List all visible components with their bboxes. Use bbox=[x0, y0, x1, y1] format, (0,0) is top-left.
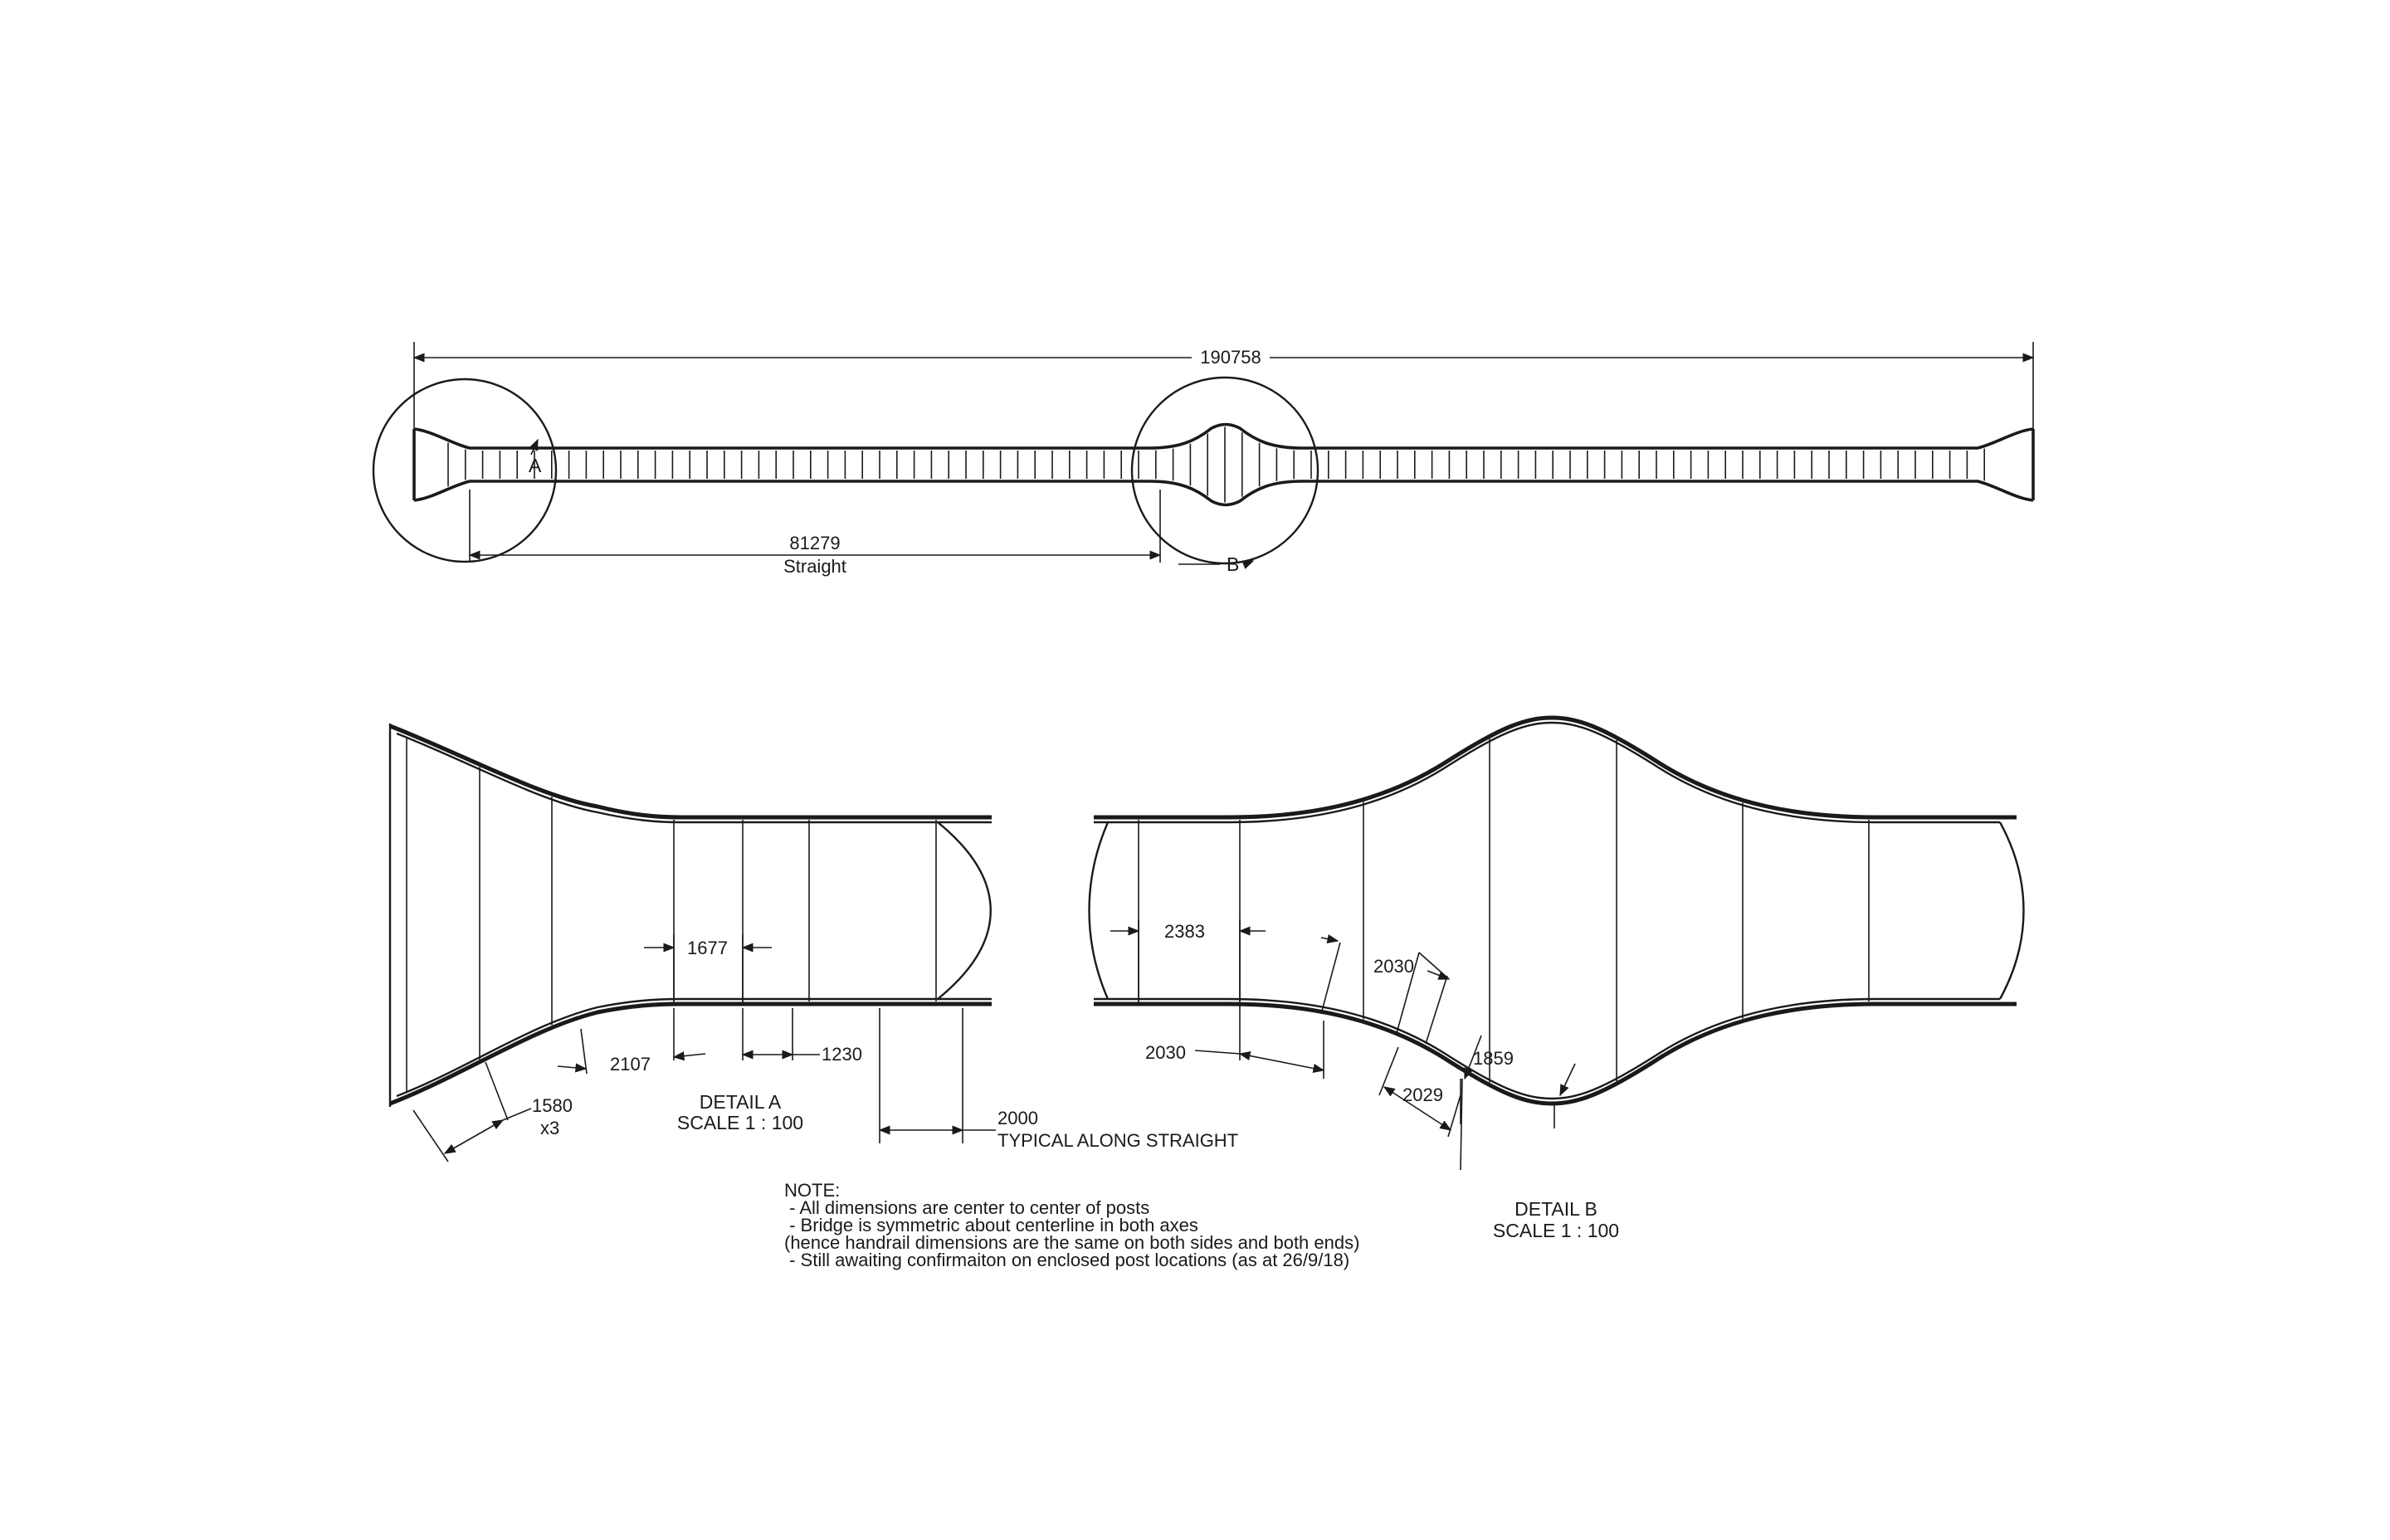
detail-a-title: DETAIL A bbox=[700, 1091, 782, 1113]
detail-a-view: 1677 2107 1230 1580 x3 2000 TYPICAL ALON… bbox=[388, 724, 1238, 1162]
detail-a-post-lines bbox=[479, 767, 937, 1060]
notes-line-1: - All dimensions are center to center of… bbox=[784, 1197, 1149, 1218]
overall-plan-view: 190758 A B 81279 Straight bbox=[372, 342, 2035, 577]
notes-heading: NOTE: bbox=[784, 1180, 840, 1201]
overall-length-label: 190758 bbox=[1200, 347, 1261, 368]
detail-b-post-lines bbox=[1138, 738, 1870, 1083]
detail-b-scale: SCALE 1 : 100 bbox=[1493, 1220, 1619, 1241]
dim-2107-label: 2107 bbox=[610, 1054, 651, 1075]
notes-block: NOTE: - All dimensions are center to cen… bbox=[784, 1180, 1359, 1270]
notes-line-3: (hence handrail dimensions are the same … bbox=[784, 1232, 1359, 1253]
bridge-post-lines bbox=[447, 426, 1985, 503]
straight-caption: Straight bbox=[783, 556, 846, 577]
dim-1230-label: 1230 bbox=[822, 1044, 862, 1065]
detail-b-marker: B bbox=[1227, 553, 1239, 575]
dim-2029-label: 2029 bbox=[1402, 1084, 1443, 1105]
dim-2107-line bbox=[557, 1063, 588, 1073]
dim-1859-label: 1859 bbox=[1473, 1048, 1514, 1069]
notes-line-4: - Still awaiting confirmaiton on enclose… bbox=[784, 1250, 1349, 1270]
dim-2030-top-label: 2030 bbox=[1373, 956, 1414, 977]
dim-2000-caption: TYPICAL ALONG STRAIGHT bbox=[997, 1130, 1238, 1151]
dim-1677-label: 1677 bbox=[687, 938, 728, 958]
detail-a-top-handrail bbox=[389, 724, 992, 820]
detail-a-marker: A bbox=[529, 455, 542, 476]
detail-b-bottom-handrail bbox=[1094, 1001, 2017, 1106]
detail-b-circle bbox=[1130, 376, 1319, 565]
detail-b-title: DETAIL B bbox=[1514, 1198, 1597, 1220]
dim-1580-count: x3 bbox=[540, 1118, 559, 1138]
detail-a-bottom-handrail bbox=[389, 1001, 992, 1106]
dim-1580-line bbox=[443, 1119, 505, 1154]
bridge-top-edge bbox=[413, 422, 2034, 450]
detail-a-circle bbox=[372, 378, 558, 563]
dim-2000-label: 2000 bbox=[997, 1108, 1038, 1128]
dim-2030-bottom-label: 2030 bbox=[1145, 1042, 1186, 1063]
detail-a-scale: SCALE 1 : 100 bbox=[677, 1112, 803, 1133]
dim-1580-label: 1580 bbox=[532, 1095, 573, 1116]
detail-b-view: 2383 2030 2030 2029 1859 DETAIL B SCALE … bbox=[1088, 715, 2025, 1241]
straight-length-label: 81279 bbox=[789, 533, 840, 553]
detail-b-top-handrail bbox=[1094, 715, 2017, 820]
dim-2030-top-line bbox=[1396, 952, 1420, 1034]
dim-2029-line bbox=[1383, 1086, 1452, 1131]
bridge-bottom-edge bbox=[413, 480, 2034, 507]
dim-2030-bottom-line bbox=[1238, 1050, 1325, 1074]
notes-line-2: - Bridge is symmetric about centerline i… bbox=[784, 1215, 1198, 1235]
dim-2383-label: 2383 bbox=[1164, 921, 1205, 942]
